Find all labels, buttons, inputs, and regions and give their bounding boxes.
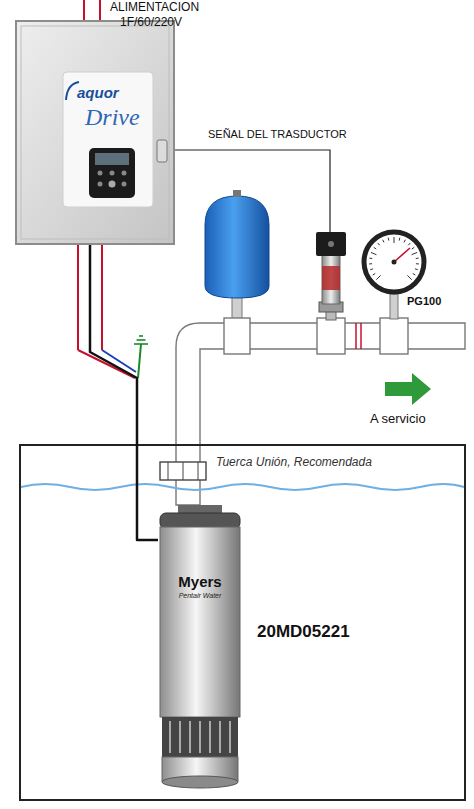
flow-arrow <box>385 373 431 405</box>
supply-wire <box>83 0 85 22</box>
submersible-pump: MyersPentair Water <box>158 505 242 790</box>
water-level <box>21 484 464 490</box>
supply-spec: 1F/60/220V <box>120 16 182 30</box>
pump-model: 20MD05221 <box>257 622 350 642</box>
signal-label: SEÑAL DEL TRASDUCTOR <box>208 128 347 141</box>
pump-brand: Myers <box>158 573 242 590</box>
pipe-mark <box>360 323 362 349</box>
pump-body <box>158 505 242 790</box>
pipe-tee <box>317 318 345 354</box>
motor-wire <box>101 245 103 350</box>
union-nut <box>160 462 206 480</box>
supply-label: ALIMENTACION <box>110 1 199 15</box>
drive-panel: aquorDrive <box>15 20 175 245</box>
flow-label: A servicio <box>370 412 426 427</box>
pipe-mark <box>355 323 357 349</box>
pipe-tee <box>380 318 408 354</box>
expansion-tank <box>205 190 269 320</box>
union-note: Tuerca Unión, Recomendada <box>216 456 372 470</box>
gauge-label: PG100 <box>407 295 441 308</box>
ground-symbol <box>134 336 148 344</box>
power-cable <box>90 245 158 540</box>
motor-wire <box>77 245 79 350</box>
ground-wire <box>138 344 141 378</box>
pipe-tee <box>224 318 250 354</box>
gauge-dial <box>361 229 427 295</box>
pressure-gauge: PG100 <box>361 229 427 295</box>
pressure-transducer <box>316 232 346 320</box>
brand-logo: aquor <box>77 84 119 101</box>
supply-wire <box>99 0 101 22</box>
well-outline <box>20 445 465 800</box>
pump-subbrand: Pentair Water <box>158 592 242 600</box>
motor-wire <box>78 350 135 378</box>
product-name: Drive <box>85 104 140 132</box>
gauge-stem <box>390 294 398 319</box>
panel-enclosure <box>15 20 175 245</box>
